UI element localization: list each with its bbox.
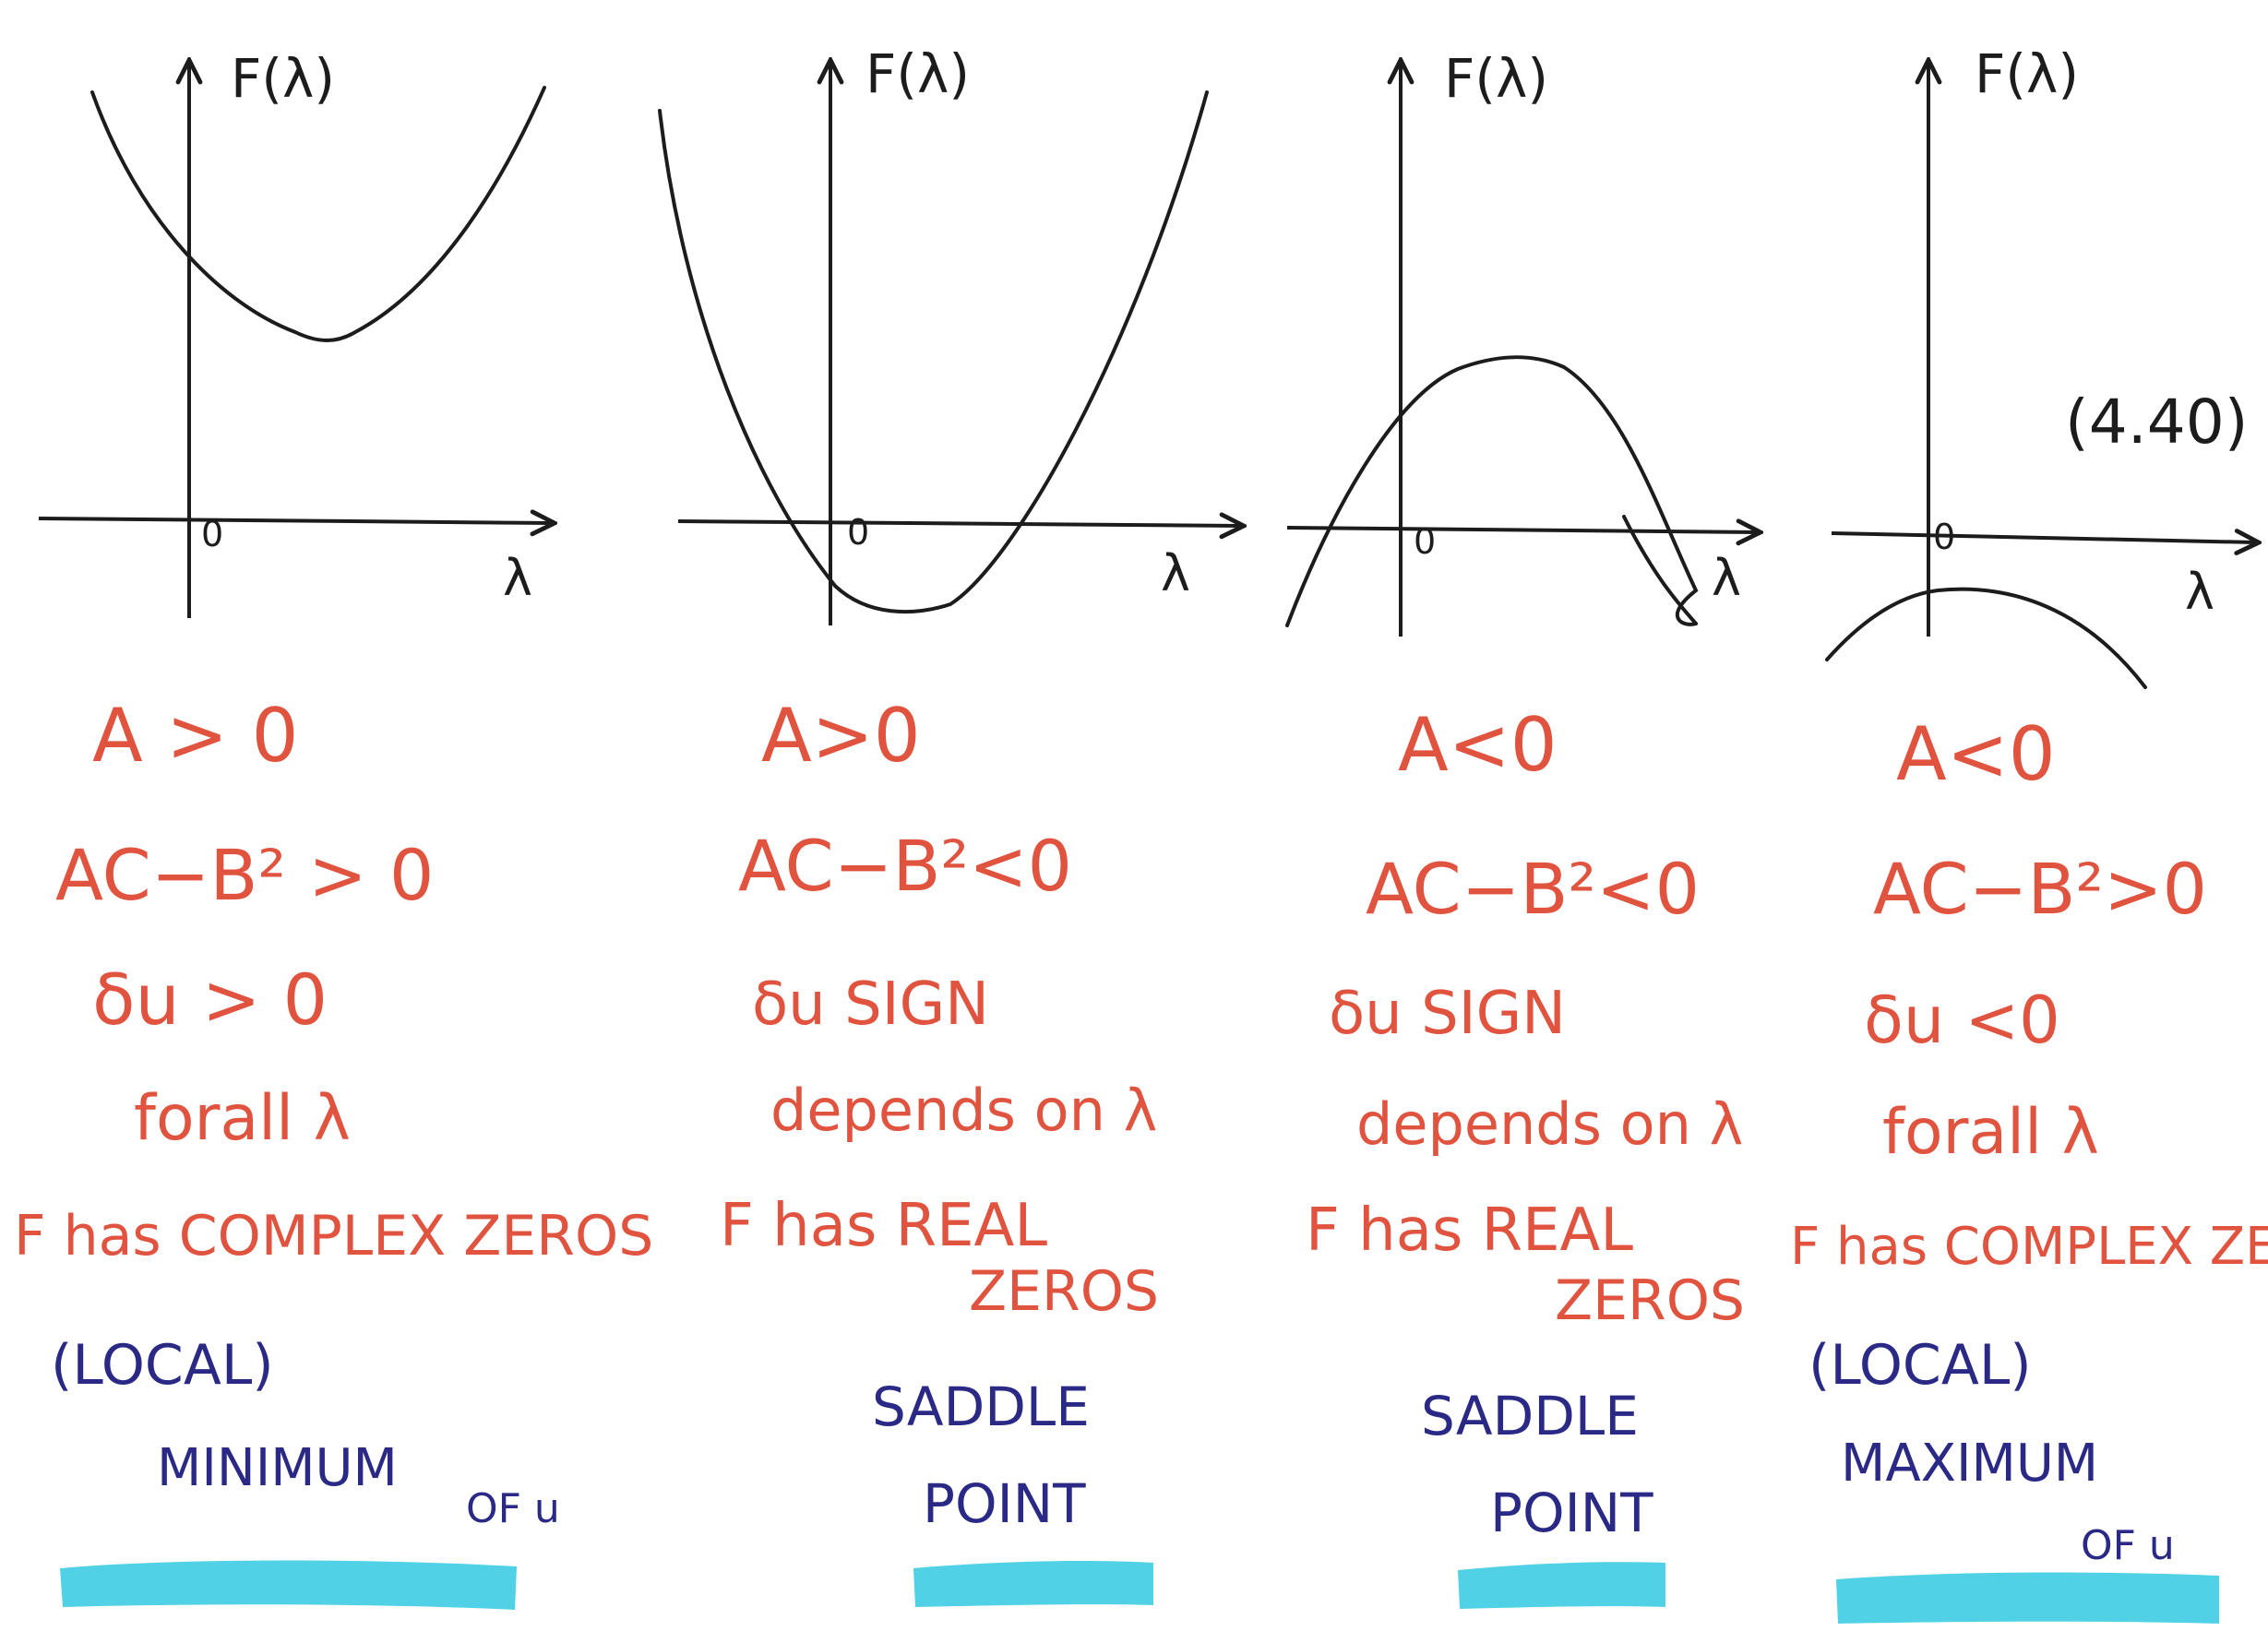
- classification-saddle: SADDLE: [872, 1375, 1090, 1438]
- panel-saddle-1: F(λ) 0 λ A>0 AC−B²<0 δu SIGN depends on …: [658, 42, 1241, 1607]
- x-axis-arrow: [38, 518, 552, 523]
- condition-a: A>0: [761, 693, 921, 779]
- condition-discriminant: AC−B²<0: [738, 825, 1072, 907]
- condition-delta-u: δu SIGN: [1329, 980, 1566, 1048]
- panel-saddle-2: F(λ) 0 λ A<0 AC−B²<0 δu SIGN depends on …: [1285, 47, 1758, 1609]
- x-axis-label: λ: [503, 549, 532, 607]
- figure-label: (4.40): [2065, 387, 2248, 458]
- panel-maximum: F(λ) 0 λ (4.40) A<0 AC−B²>0 δu <0 forall…: [1790, 42, 2268, 1624]
- condition-discriminant: AC−B² > 0: [55, 834, 434, 916]
- condition-zeros: F has COMPLEX ZEROS: [1790, 1217, 2268, 1277]
- y-axis-label: F(λ): [1444, 47, 1548, 110]
- condition-zeros-2: ZEROS: [1555, 1268, 1745, 1333]
- classification-local: (LOCAL): [51, 1333, 274, 1398]
- y-axis-label: F(λ): [1975, 42, 2079, 105]
- condition-depends: depends on λ: [1356, 1090, 1743, 1158]
- function-curve: [90, 86, 546, 342]
- y-axis-label: F(λ): [231, 47, 335, 110]
- x-axis-arrow: [677, 521, 1241, 526]
- classification-point: POINT: [923, 1472, 1086, 1535]
- x-axis-label: λ: [2185, 563, 2214, 621]
- classification-local: (LOCAL): [1808, 1333, 2032, 1398]
- origin-label: 0: [201, 514, 223, 554]
- condition-discriminant: AC−B²>0: [1873, 848, 2207, 930]
- classification-of-u: OF u: [2081, 1522, 2175, 1569]
- condition-zeros: F has REAL: [1306, 1197, 1633, 1265]
- origin-label: 0: [847, 512, 869, 553]
- condition-a: A<0: [1896, 711, 2056, 797]
- origin-label: 0: [1414, 521, 1436, 562]
- classification-type: MAXIMUM: [1841, 1434, 2098, 1494]
- condition-depends: depends on λ: [770, 1077, 1157, 1144]
- condition-zeros-2: ZEROS: [969, 1259, 1159, 1324]
- condition-zeros: F has COMPLEX ZEROS: [14, 1204, 653, 1268]
- function-curve: [1285, 355, 1699, 627]
- classification-type: MINIMUM: [157, 1438, 398, 1498]
- classification-of-u: OF u: [466, 1485, 560, 1532]
- highlighter-stroke: [1458, 1562, 1665, 1609]
- y-axis-label: F(λ): [865, 42, 970, 105]
- highlighter-stroke: [1836, 1572, 2219, 1624]
- x-axis-label: λ: [1161, 544, 1190, 602]
- function-curve: [658, 90, 1209, 614]
- condition-discriminant: AC−B²<0: [1366, 848, 1700, 930]
- condition-zeros: F has REAL: [720, 1192, 1047, 1260]
- condition-delta-u: δu <0: [1864, 982, 2060, 1058]
- x-axis-arrow: [1286, 528, 1758, 532]
- condition-delta-u: δu SIGN: [752, 970, 989, 1039]
- condition-forall: forall λ: [1882, 1096, 2099, 1169]
- classification-saddle: SADDLE: [1421, 1385, 1639, 1447]
- condition-delta-u: δu > 0: [92, 958, 328, 1041]
- function-curve: [1825, 587, 2147, 689]
- condition-a: A > 0: [92, 693, 299, 779]
- condition-a: A<0: [1398, 702, 1558, 788]
- classification-point: POINT: [1490, 1482, 1653, 1544]
- origin-label: 0: [1933, 517, 1955, 557]
- x-axis-label: λ: [1712, 549, 1741, 607]
- highlighter-stroke: [913, 1561, 1153, 1607]
- highlighter-stroke: [60, 1560, 517, 1610]
- x-axis-arrow: [1831, 533, 2256, 542]
- curve-tail: [1622, 515, 1698, 625]
- condition-forall: forall λ: [134, 1082, 351, 1155]
- panel-minimum: F(λ) 0 λ A > 0 AC−B² > 0 δu > 0 forall λ…: [14, 47, 653, 1610]
